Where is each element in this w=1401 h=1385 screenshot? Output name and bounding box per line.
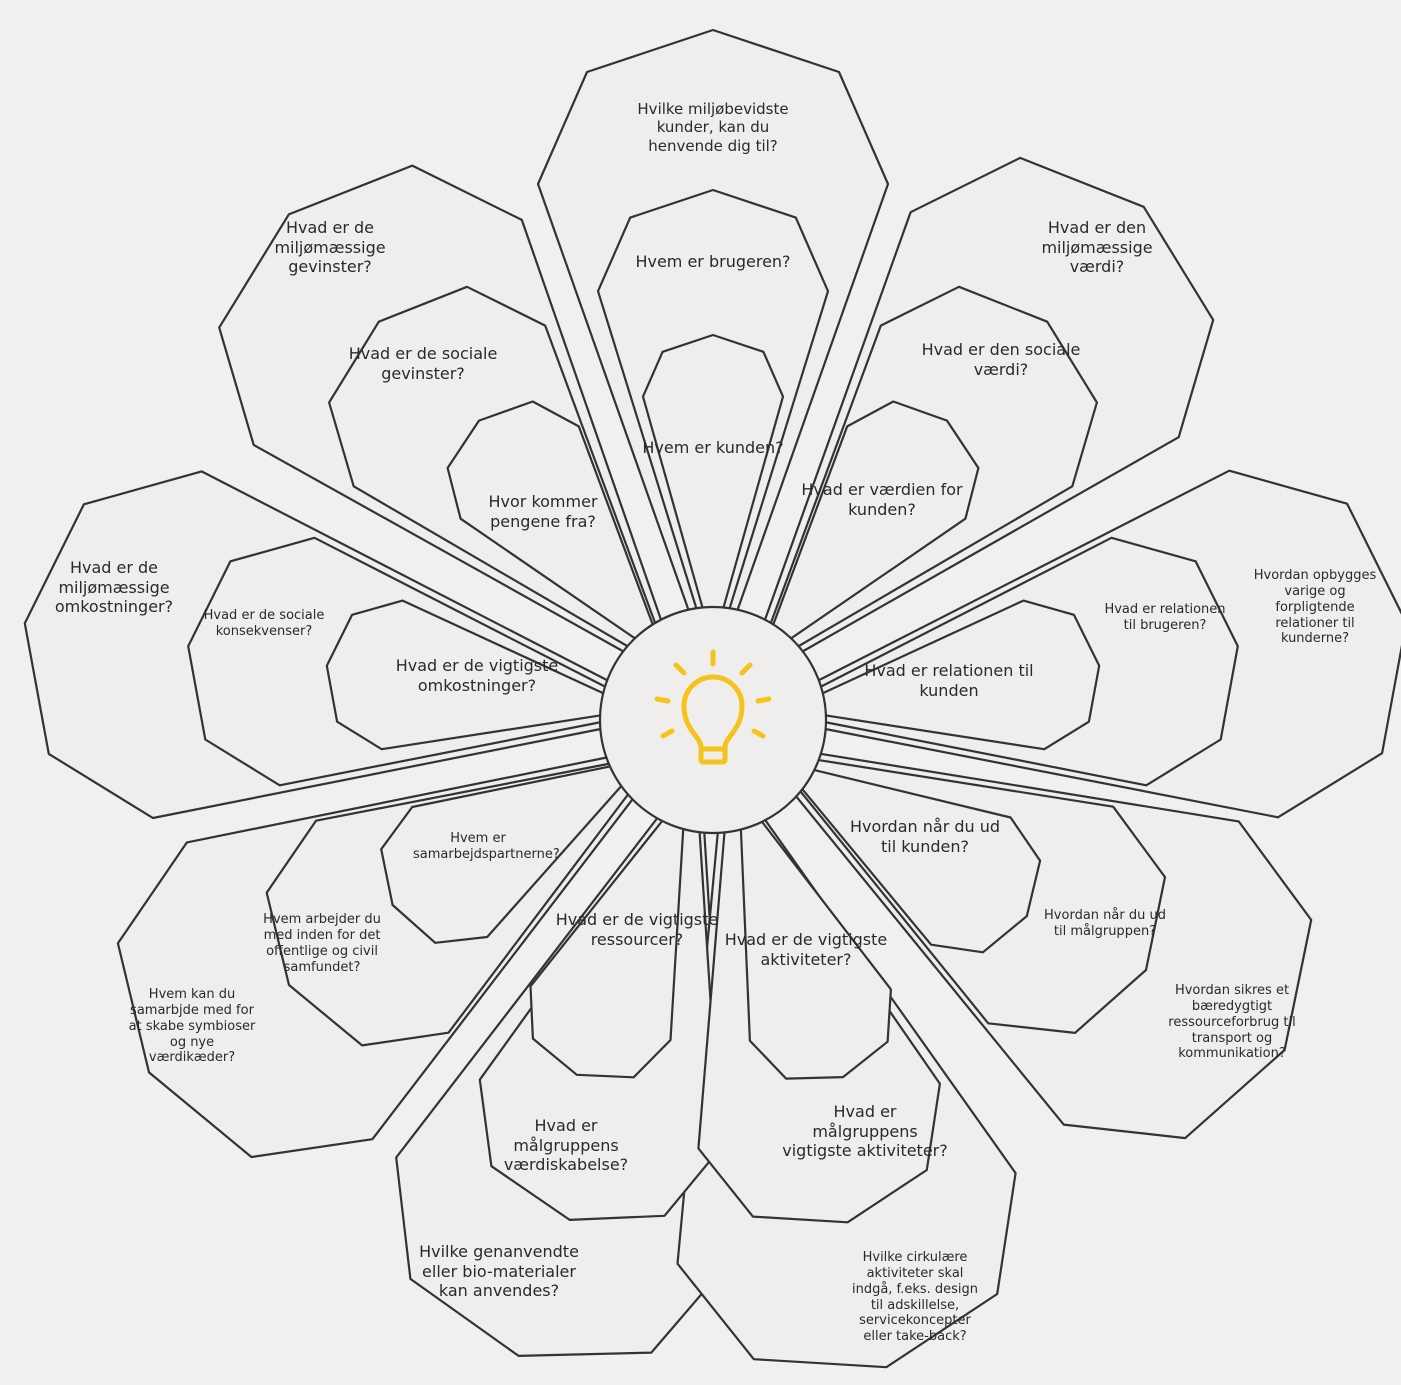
petal-label-t3: Hvem er kunden? bbox=[642, 438, 784, 457]
petal-label-tr2: Hvad er den sociale værdi? bbox=[921, 340, 1081, 379]
petal-label-t2: Hvem er brugeren? bbox=[635, 252, 791, 271]
petal-label-bbl3: Hvad er de vigtigste ressourcer? bbox=[555, 910, 719, 949]
petal-label-tl3: Hvor kommer pengene fra? bbox=[488, 492, 598, 531]
petal-label-bbr2: Hvad er målgruppens vigtigste aktivitete… bbox=[782, 1102, 948, 1161]
petal-label-l1: Hvad er de miljømæssige omkostninger? bbox=[54, 558, 174, 617]
petal-label-bl1: Hvem kan du samarbjde med for at skabe s… bbox=[128, 987, 256, 1066]
petal-bbl3 bbox=[529, 817, 685, 1079]
petal-label-l3: Hvad er de vigtigste omkostninger? bbox=[395, 656, 559, 695]
petal-br3 bbox=[799, 768, 1042, 954]
petal-label-t1: Hvilke miljøbevidste kunder, kan du henv… bbox=[637, 100, 789, 155]
petal-label-bl3: Hvem er samarbejdspartnerne? bbox=[413, 831, 560, 862]
petal-label-r2: Hvad er relationen til brugeren? bbox=[1104, 602, 1226, 633]
petal-bbr3 bbox=[739, 818, 892, 1080]
petal-l3 bbox=[325, 599, 607, 751]
petal-bl3 bbox=[380, 764, 625, 944]
petal-label-bbr3: Hvad er de vigtigste aktiviteter? bbox=[724, 930, 888, 969]
petal-tr3 bbox=[771, 400, 980, 641]
petal-label-tr1: Hvad er den miljømæssige værdi? bbox=[1041, 218, 1153, 277]
petal-tl3 bbox=[446, 400, 655, 641]
petals-layer bbox=[23, 28, 1401, 1369]
petal-label-bbl2: Hvad er målgruppens værdiskabelse? bbox=[503, 1116, 629, 1175]
petal-label-br2: Hvordan når du ud til målgruppen? bbox=[1044, 908, 1166, 939]
petal-label-r1: Hvordan opbygges varige og forpligtende … bbox=[1253, 568, 1377, 647]
petal-label-tr3: Hvad er værdien for kunden? bbox=[801, 480, 963, 519]
center-circle bbox=[598, 605, 828, 835]
petal-label-bbl1: Hvilke genanvendte eller bio-materialer … bbox=[419, 1242, 579, 1301]
petal-label-l2: Hvad er de sociale konsekvenser? bbox=[203, 608, 325, 639]
petal-label-tl1: Hvad er de miljømæssige gevinster? bbox=[274, 218, 386, 277]
petal-r3 bbox=[819, 599, 1101, 751]
petal-t3 bbox=[641, 333, 785, 612]
petal-label-bbr1: Hvilke cirkulære aktiviteter skal indgå,… bbox=[851, 1250, 979, 1345]
petal-label-br1: Hvordan sikres et bæredygtigt ressourcef… bbox=[1168, 983, 1296, 1062]
petal-label-tl2: Hvad er de sociale gevinster? bbox=[348, 344, 498, 383]
lightbulb-icon bbox=[654, 649, 772, 765]
petal-label-bl2: Hvem arbejder du med inden for det offen… bbox=[263, 912, 381, 975]
petal-label-br3: Hvordan når du ud til kunden? bbox=[849, 817, 1001, 856]
petal-label-r3: Hvad er relationen til kunden bbox=[864, 661, 1034, 700]
